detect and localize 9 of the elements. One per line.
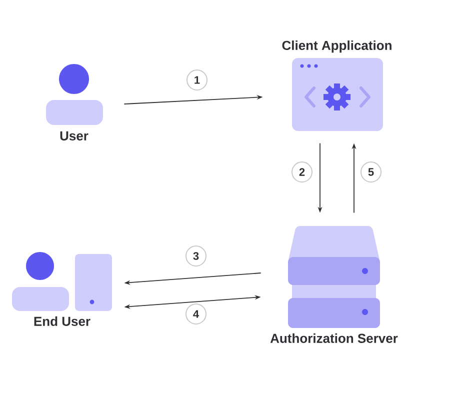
step-number: 1 bbox=[186, 70, 208, 90]
step-number: 5 bbox=[360, 162, 382, 182]
step-number: 4 bbox=[186, 304, 206, 324]
node-area: End User bbox=[34, 316, 90, 326]
node-area: Authorization Server bbox=[270, 333, 398, 343]
node-area: User bbox=[60, 131, 88, 140]
node-area: Client Application bbox=[282, 40, 392, 53]
step-number: 2 bbox=[292, 162, 312, 182]
step-number: 3 bbox=[186, 246, 206, 266]
